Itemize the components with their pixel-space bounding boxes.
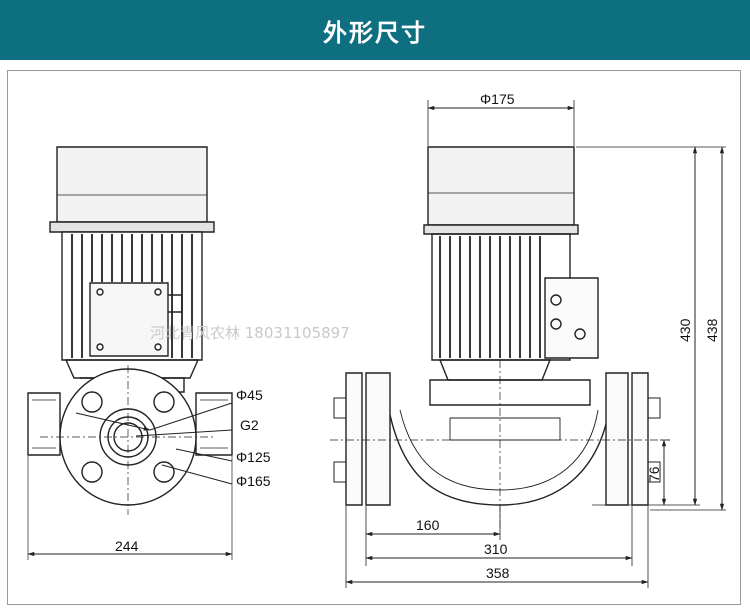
side-dimension-lines	[345, 100, 726, 588]
terminal-box	[89, 282, 169, 357]
side-terminal-box	[544, 277, 599, 359]
dim-label-358: 358	[486, 565, 510, 581]
side-motor-body	[431, 233, 571, 361]
dim-label-d165: Φ165	[236, 473, 271, 489]
dim-label-244: 244	[115, 538, 139, 554]
dim-label-d45: Φ45	[236, 387, 263, 403]
dim-label-76: 76	[646, 466, 662, 482]
dim-label-310: 310	[484, 541, 508, 557]
page-title: 外形尺寸	[323, 18, 427, 47]
drawing-frame	[7, 70, 741, 605]
left-flange	[345, 372, 363, 506]
front-leaders	[27, 402, 233, 560]
pump-body	[27, 392, 61, 456]
front-view	[27, 146, 233, 515]
dim-label-430: 430	[677, 318, 693, 342]
right-flange	[605, 372, 629, 506]
motor-cap	[56, 146, 208, 223]
dim-label-160: 160	[416, 517, 440, 533]
side-view	[330, 146, 670, 530]
header-bar: 外形尺寸	[0, 0, 750, 60]
side-motor-cap	[427, 146, 575, 226]
dim-label-438: 438	[704, 318, 720, 342]
dim-label-g2: G2	[240, 417, 259, 433]
motor-fins	[71, 234, 193, 358]
watermark-text: 河北青风农林 18031105897	[150, 324, 350, 342]
dim-label-d175: Φ175	[480, 91, 515, 107]
dim-label-d125: Φ125	[236, 449, 271, 465]
